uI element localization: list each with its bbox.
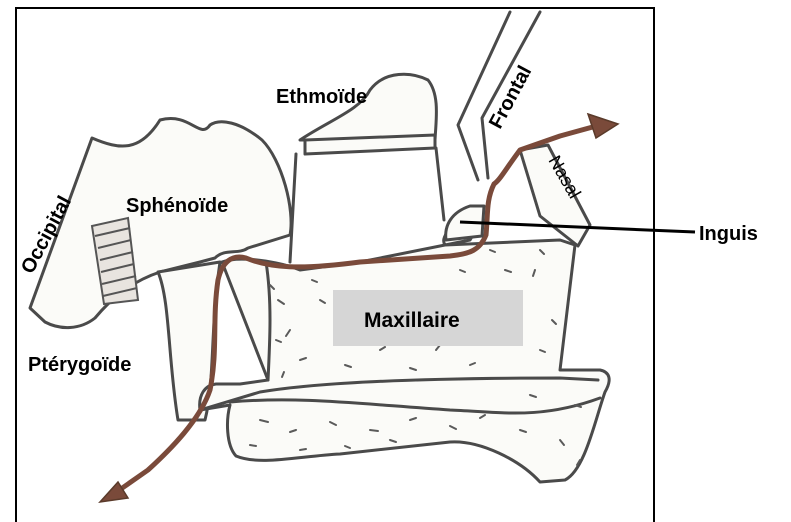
label-pterygoide: Ptérygoïde [28,354,131,376]
ethmoide-box [290,148,444,262]
maxillaire-body [200,216,609,482]
ethmoide-plate [305,135,435,154]
label-sphenoide: Sphénoïde [126,195,228,217]
suture-arrow-top [588,114,618,138]
label-maxillaire: Maxillaire [364,309,460,332]
label-inguis: Inguis [699,223,758,245]
label-ethmoide: Ethmoïde [276,86,367,108]
